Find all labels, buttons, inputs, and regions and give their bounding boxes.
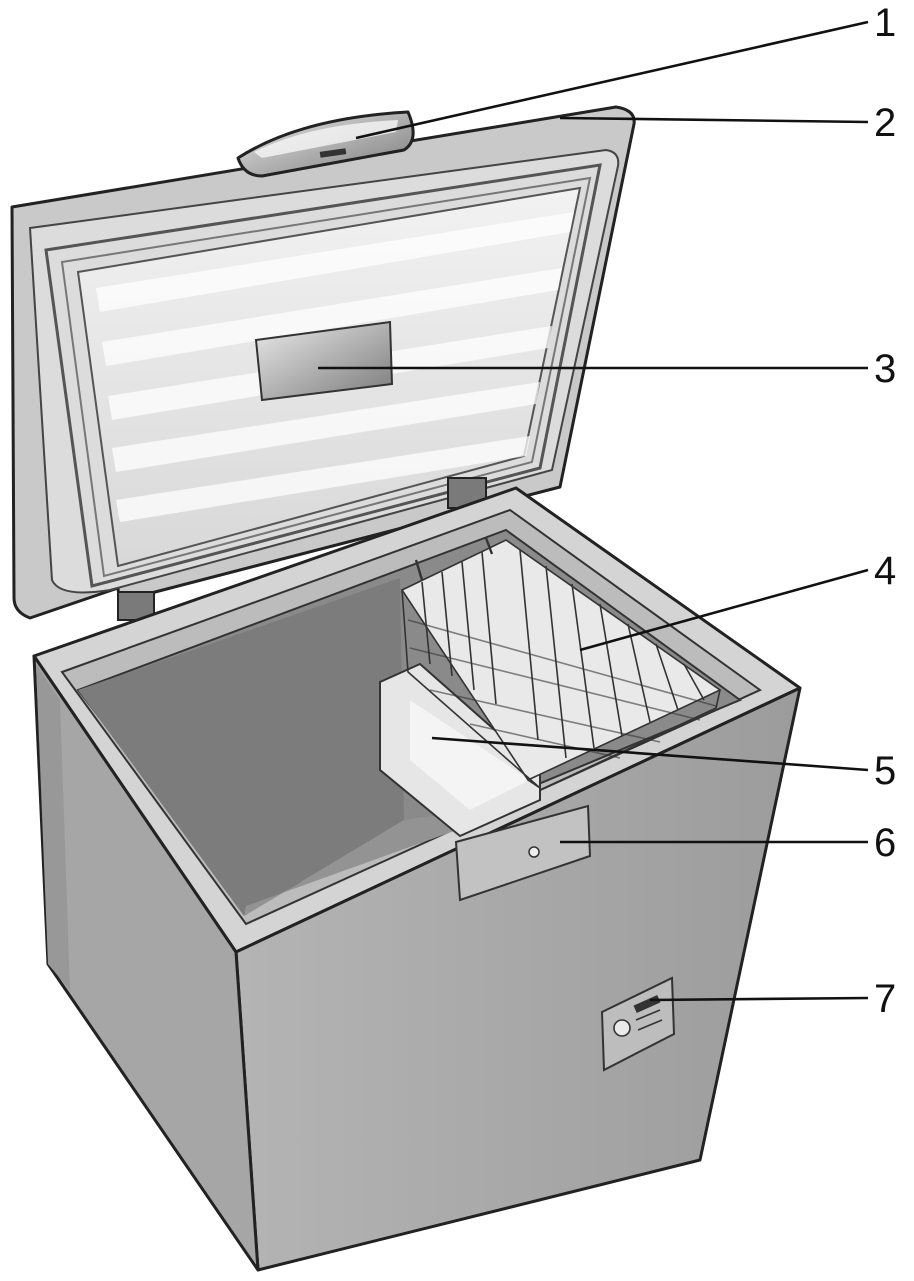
- callout-2: 2: [874, 101, 896, 145]
- wire-basket: [400, 537, 722, 791]
- callout-labels: 1 2 3 4 5 6 7: [874, 1, 896, 1021]
- lid-inner-handle: [254, 320, 394, 402]
- callout-3: 3: [874, 347, 896, 391]
- front-lock-handle: [454, 804, 592, 902]
- callout-5: 5: [874, 749, 896, 793]
- lid-panel-stripes: [96, 212, 574, 522]
- leader-line-4: [579, 568, 869, 652]
- callout-4: 4: [874, 549, 896, 593]
- cabinet-side: [32, 654, 260, 1272]
- callout-7: 7: [874, 977, 896, 1021]
- callout-6: 6: [874, 821, 896, 865]
- leader-line-1: [355, 20, 869, 140]
- leader-line-7: [649, 996, 869, 1002]
- freezer-cabinet: [32, 486, 802, 1272]
- leader-line-2: [559, 116, 869, 124]
- leader-line-5: [431, 736, 869, 772]
- leader-lines: [318, 20, 869, 1002]
- callout-1: 1: [874, 1, 896, 45]
- freezer-lid: [10, 105, 636, 621]
